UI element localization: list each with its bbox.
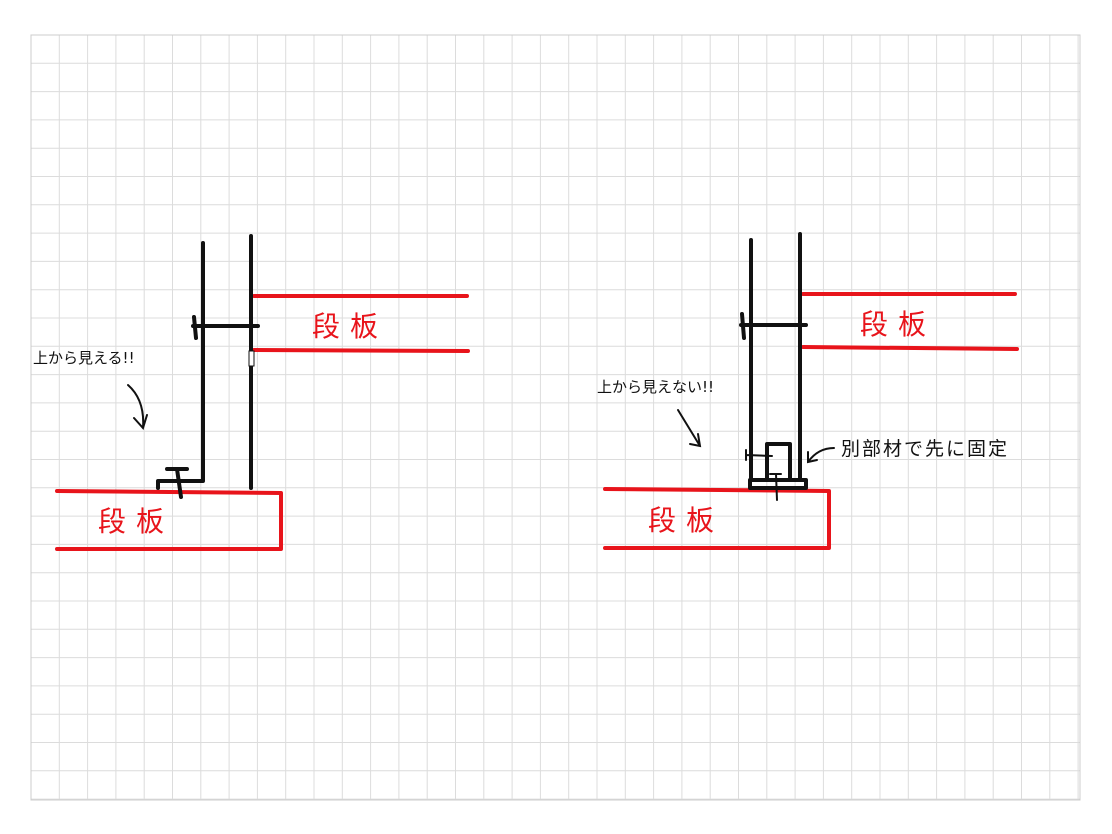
grid-paper (30, 34, 1080, 800)
left-lower-board (55, 489, 283, 551)
left-post-front (156, 241, 205, 490)
callout-label: 別部材で先に固定 (841, 438, 1009, 460)
right-upper-board-label: 段板 (860, 308, 936, 341)
callout-arrow-icon (807, 447, 835, 464)
right-separate-block (748, 442, 808, 490)
left-arrow-icon (127, 384, 148, 430)
right-lower-board (603, 487, 831, 550)
left-note: 上から見える!! (33, 349, 135, 367)
left-lower-screw-head (165, 467, 189, 499)
right-lower-board-label: 段板 (648, 504, 724, 537)
right-arrow-icon (677, 409, 702, 448)
left-lower-board-label: 段板 (98, 505, 174, 538)
left-gap-marker (248, 350, 255, 367)
right-note: 上から見えない!! (597, 378, 714, 396)
right-posts (749, 232, 802, 482)
right-screws (745, 449, 782, 501)
right-upper-board (801, 292, 1019, 351)
left-drawing: 段板 段板 上から見える!! (33, 234, 470, 551)
left-upper-board (252, 294, 470, 353)
right-upper-screw (739, 312, 808, 340)
paper-border (30, 34, 1081, 801)
left-upper-screw (191, 315, 260, 340)
right-drawing: 段板 段板 上から見えない!! 別部材で先に固定 (597, 232, 1019, 550)
left-upper-board-label: 段板 (312, 310, 388, 343)
